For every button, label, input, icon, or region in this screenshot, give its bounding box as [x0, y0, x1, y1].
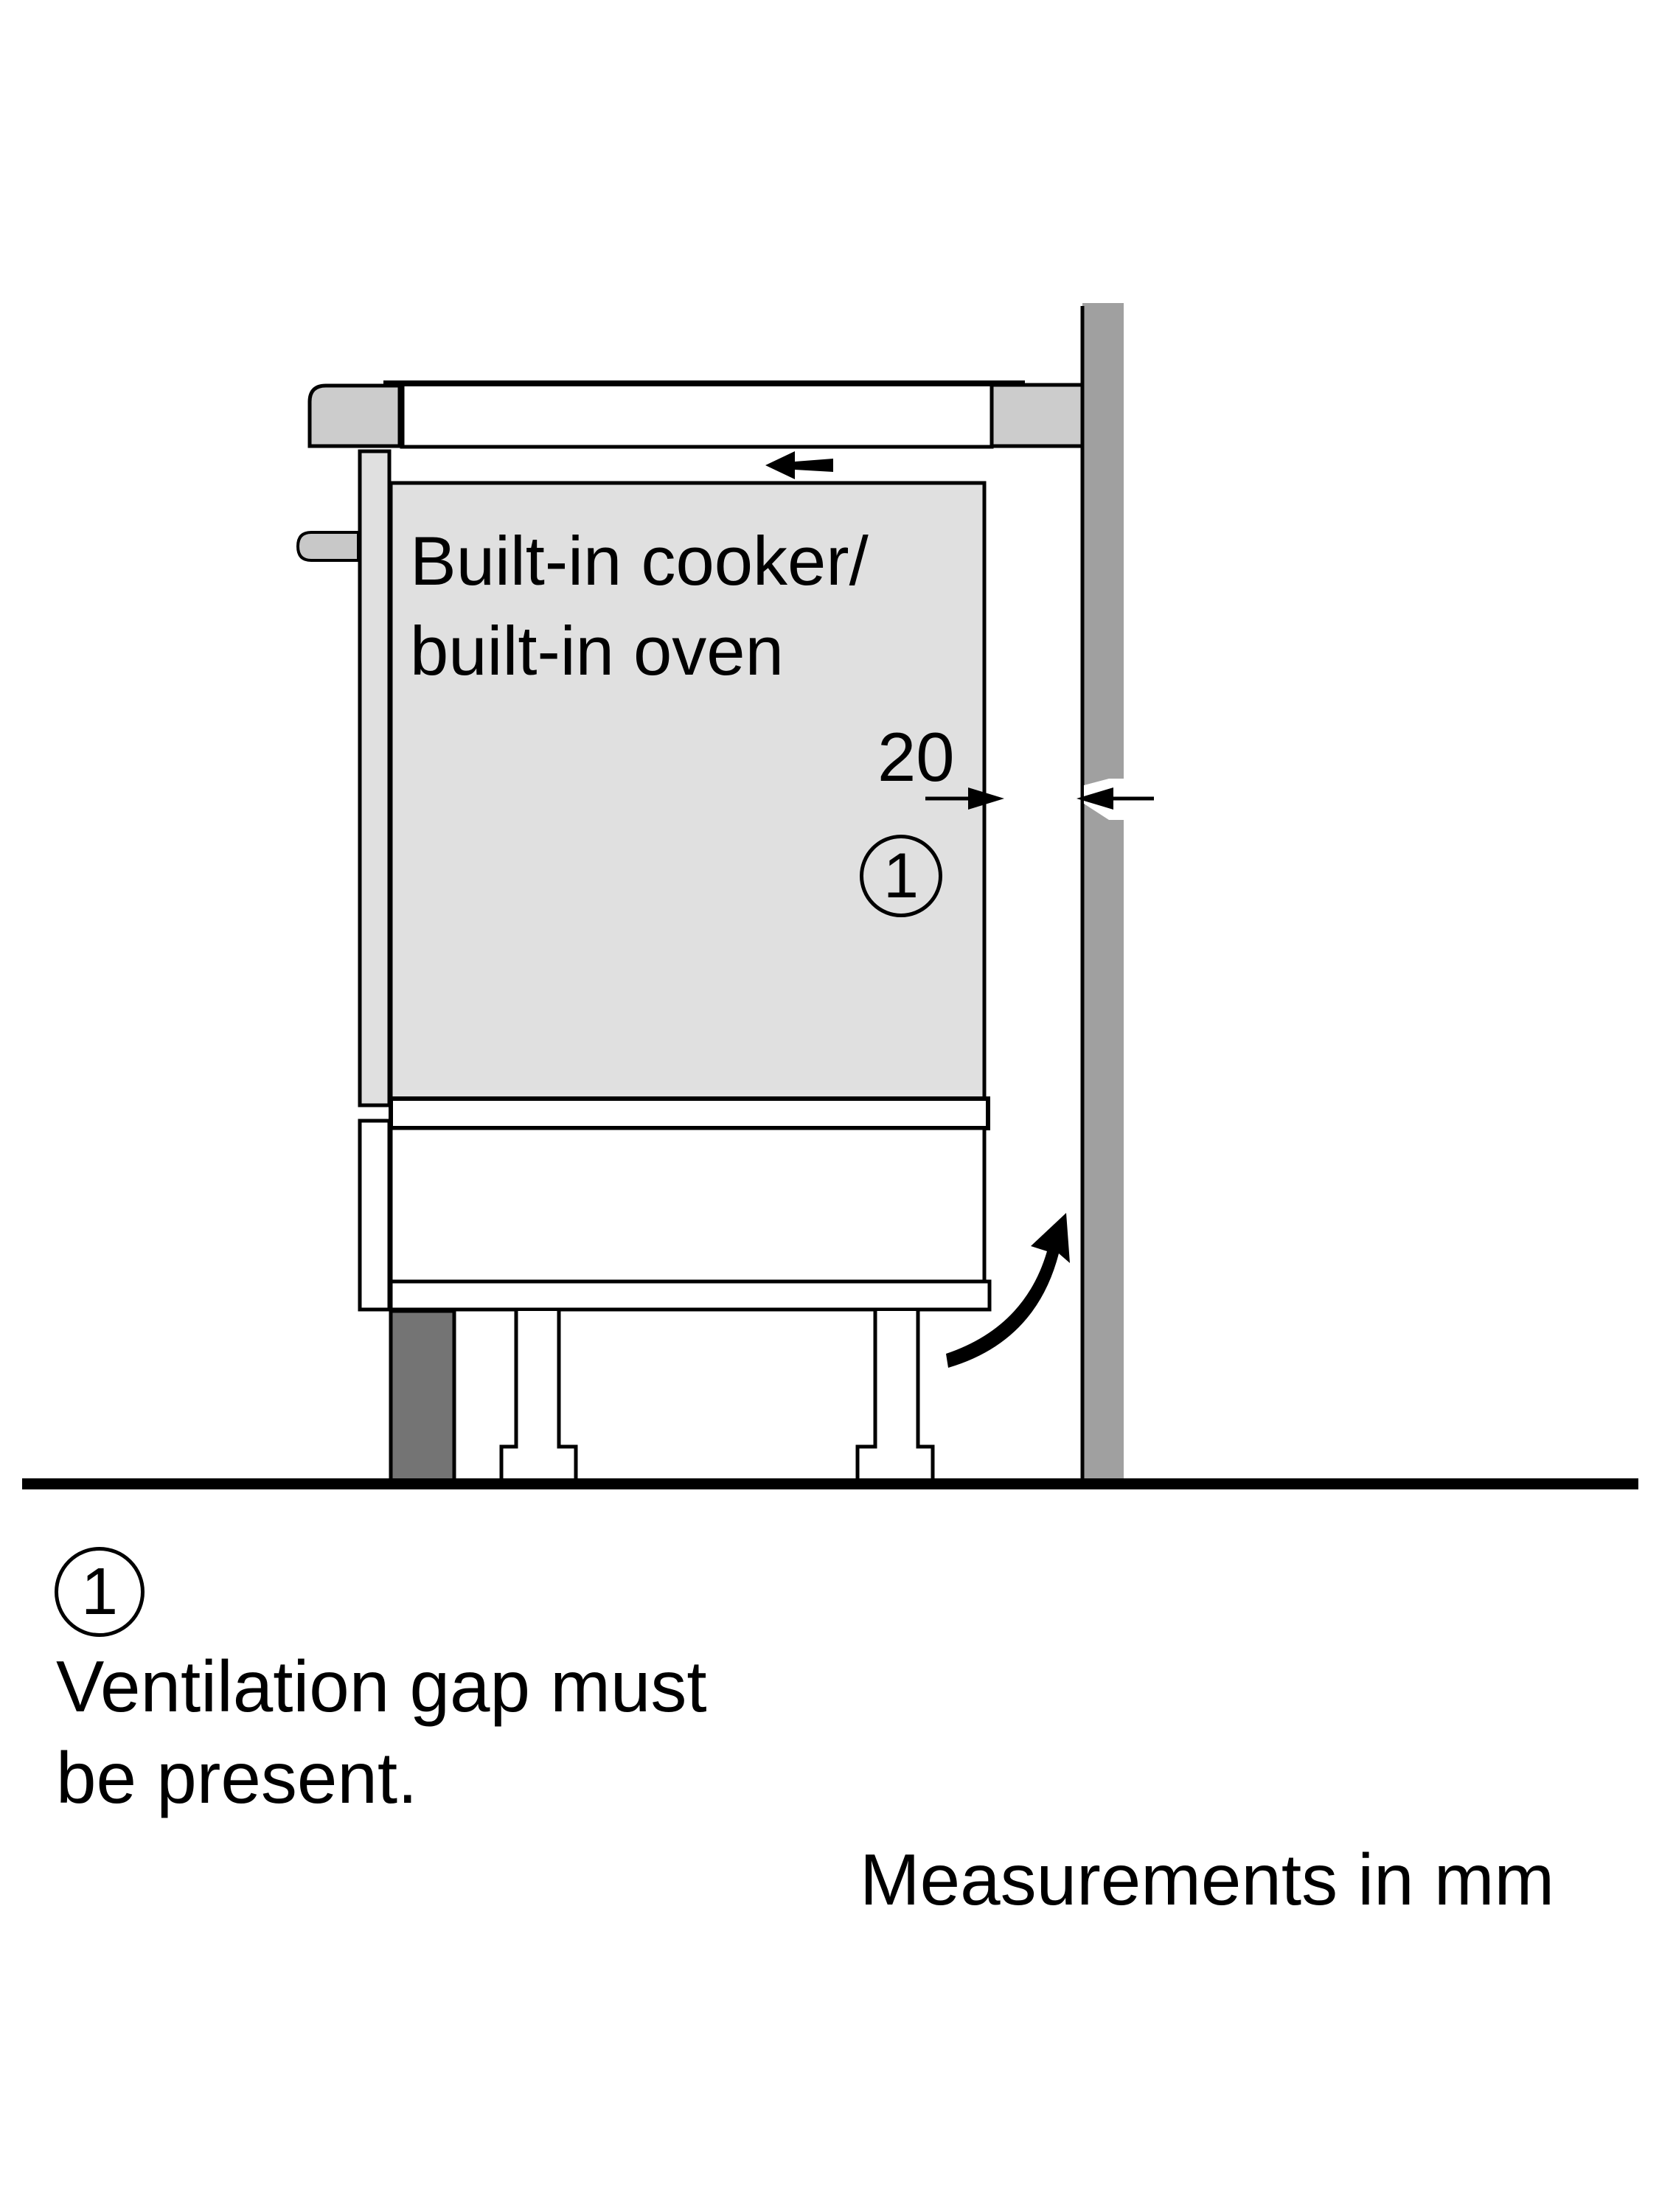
hob-glass-top [383, 380, 1025, 386]
cabinet-leg-right [855, 1311, 935, 1483]
floor-line [22, 1478, 1638, 1489]
cabinet-leg-left [499, 1311, 578, 1483]
note-line1: Ventilation gap must [56, 1646, 707, 1727]
note-marker: 1 [55, 1547, 145, 1637]
callout-marker-number: 1 [883, 840, 919, 911]
appliance-label-line1: Built-in cooker/ [410, 522, 869, 599]
hob-body [400, 382, 994, 449]
drawer-compartment [389, 1126, 987, 1284]
upper-shelf-strip [389, 1096, 990, 1130]
dimension-gap-label: 20 [877, 718, 955, 796]
plinth [389, 1309, 456, 1483]
oven-door-panel [358, 449, 392, 1107]
note-line2: be present. [56, 1737, 418, 1818]
side-wall [1082, 303, 1124, 1483]
airflow-arrow-left-icon [765, 451, 833, 479]
dimension-arrowhead-left-icon [1077, 787, 1113, 810]
ventilation-note: Ventilation gap must be present. [56, 1641, 707, 1823]
ventilation-airflow-arrow-icon [946, 1213, 1070, 1368]
lower-shelf-strip [389, 1279, 992, 1312]
oven-body [389, 481, 987, 1101]
callout-marker-diagram: 1 [860, 835, 942, 917]
drawer-front-panel [358, 1119, 392, 1312]
worktop-front-edge [307, 383, 402, 448]
appliance-label: Built-in cooker/ built-in oven [410, 516, 869, 696]
appliance-label-line2: built-in oven [410, 612, 784, 689]
units-label: Measurements in mm [860, 1839, 1555, 1920]
worktop-rear-segment [990, 383, 1085, 448]
control-knob [296, 531, 360, 562]
note-marker-number: 1 [80, 1554, 119, 1629]
